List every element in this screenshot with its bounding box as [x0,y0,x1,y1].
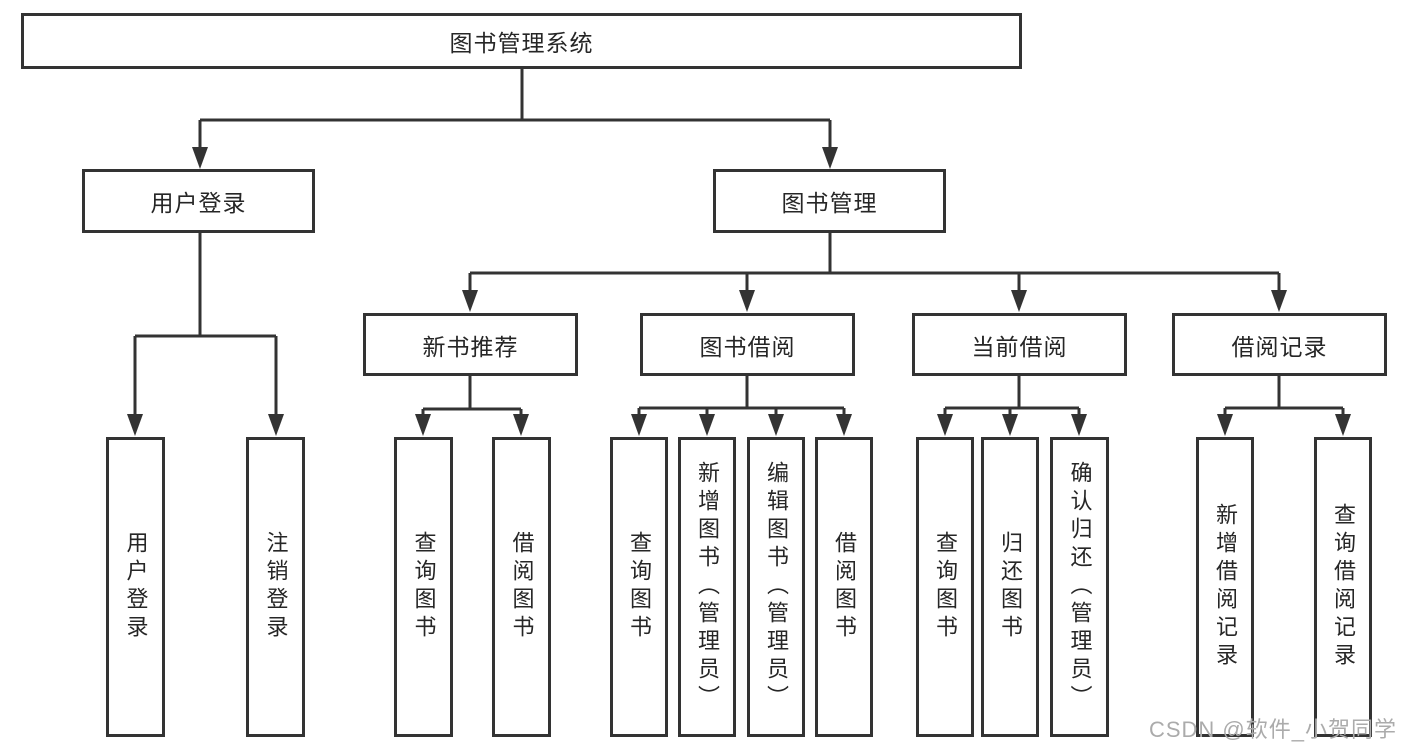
leaf-user-login: 用户登录 [106,437,165,737]
arrowhead [822,147,838,169]
node-user-login: 用户登录 [82,169,315,233]
arrowhead [836,414,852,436]
leaf-query-books-3: 查询图书 [916,437,974,737]
leaf-add-borrow-record: 新增借阅记录 [1196,437,1254,737]
arrowhead [1217,414,1233,436]
leaf-query-borrow-record: 查询借阅记录 [1314,437,1372,737]
arrowhead [513,414,529,436]
leaf-add-books-admin: 新增图书（管理员） [678,437,736,737]
leaf-query-books-2: 查询图书 [610,437,668,737]
arrowhead [1071,414,1087,436]
arrowhead [768,414,784,436]
connector-user-login-to-leaves [133,233,278,418]
node-root: 图书管理系统 [21,13,1022,69]
leaf-borrow-books-1: 借阅图书 [492,437,551,737]
node-borrow-records: 借阅记录 [1172,313,1387,376]
leaf-edit-books-admin: 编辑图书（管理员） [747,437,805,737]
connector-current-borrow-to-leaves [943,376,1081,418]
connector-root-to-level1 [198,69,832,150]
leaf-confirm-return-admin: 确认归还（管理员） [1050,437,1109,737]
connector-book-borrow-to-leaves [637,376,846,418]
node-book-borrow: 图书借阅 [640,313,855,376]
node-current-borrow: 当前借阅 [912,313,1127,376]
leaf-logout: 注销登录 [246,437,305,737]
arrowhead [192,147,208,169]
arrowhead [1335,414,1351,436]
arrowhead [631,414,647,436]
arrowhead [739,290,755,312]
leaf-query-books-1: 查询图书 [394,437,453,737]
arrowhead [699,414,715,436]
arrowhead [268,414,284,436]
node-book-management: 图书管理 [713,169,946,233]
connector-book-management-to-level2 [468,233,1281,293]
arrowhead [1271,290,1287,312]
arrowhead [415,414,431,436]
watermark-text: CSDN @软件_小贺同学 [1148,717,1397,742]
arrowhead [1011,290,1027,312]
leaf-return-books: 归还图书 [981,437,1039,737]
leaf-borrow-books-2: 借阅图书 [815,437,873,737]
node-new-book-recommend: 新书推荐 [363,313,578,376]
arrowhead [462,290,478,312]
arrowhead [1002,414,1018,436]
arrowhead [937,414,953,436]
connector-new-book-recommend-to-leaves [421,376,523,418]
arrowhead [127,414,143,436]
connector-borrow-records-to-leaves [1223,376,1345,418]
